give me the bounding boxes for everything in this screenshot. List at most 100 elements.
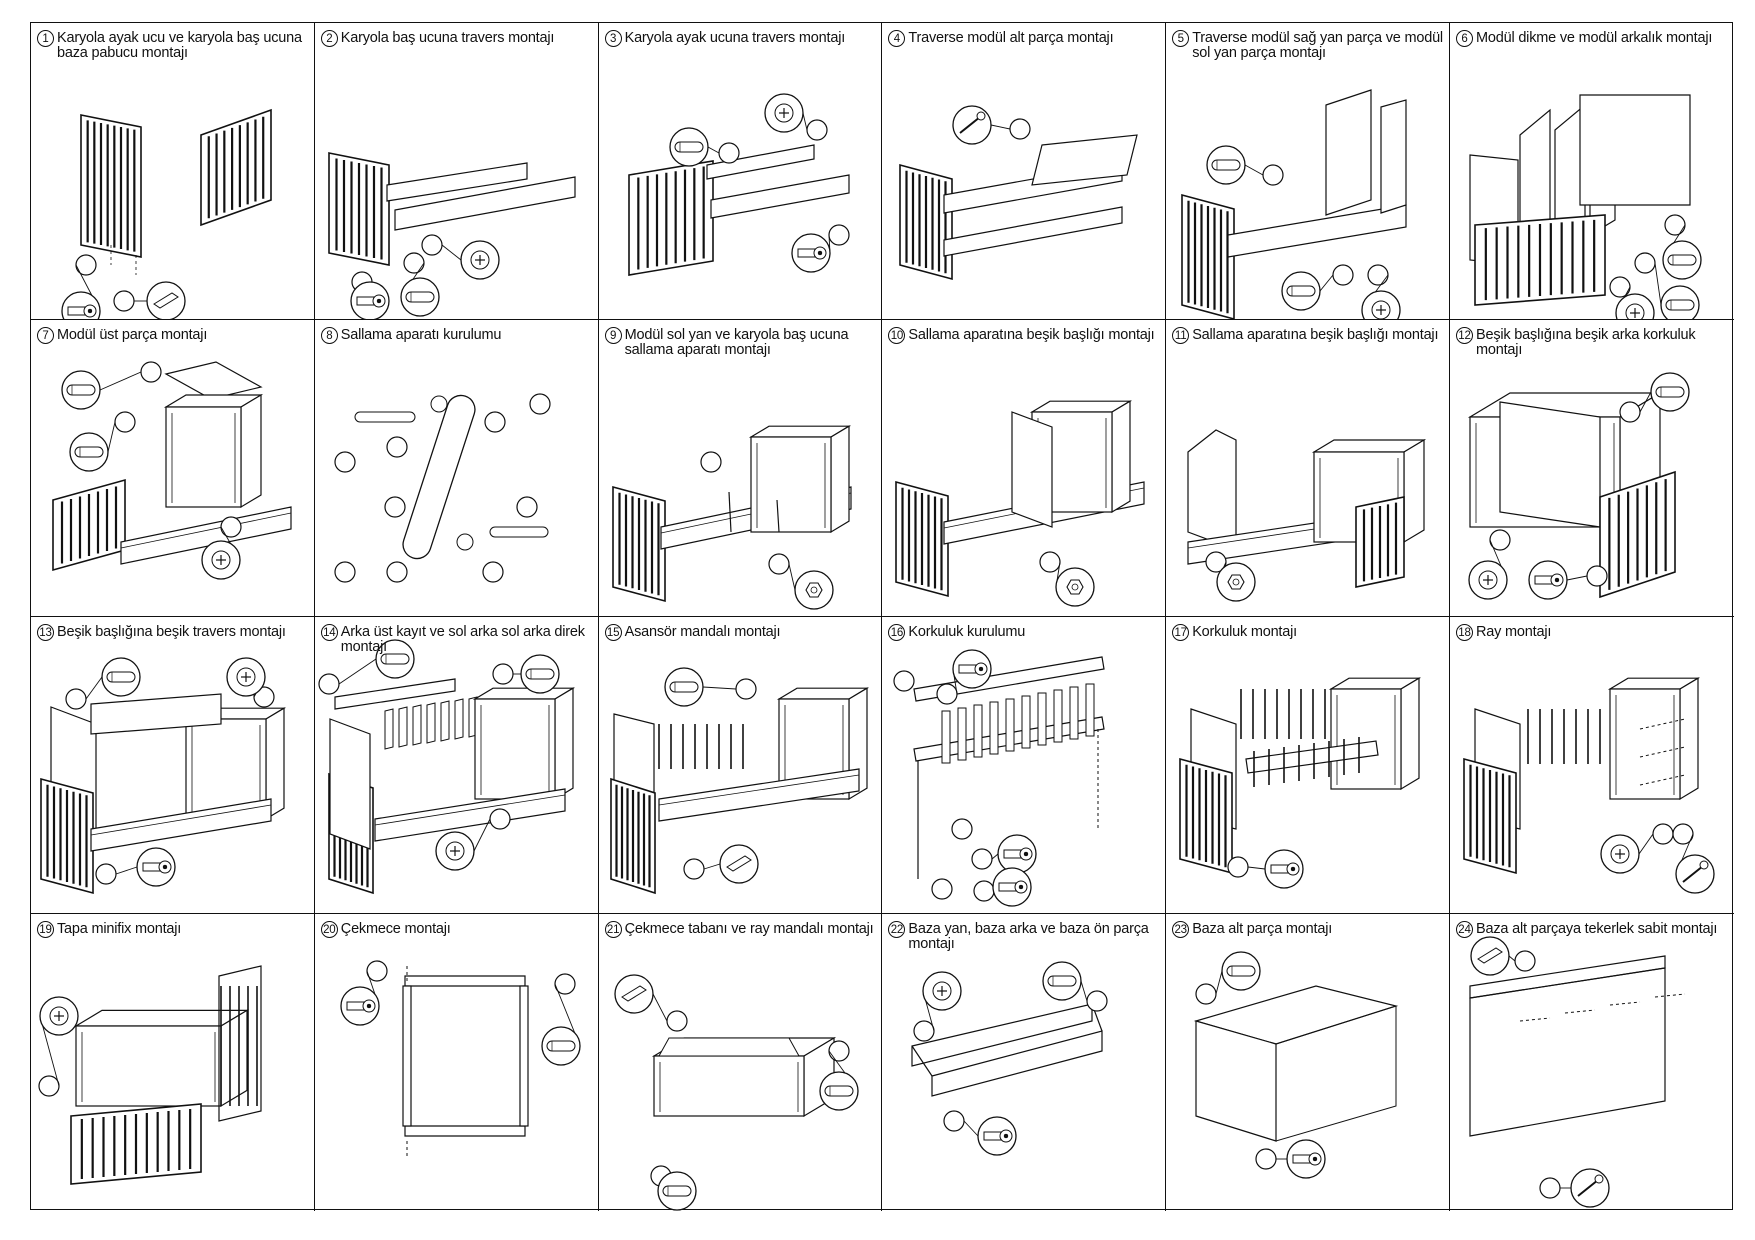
step-number-badge: 19 [37,921,54,938]
step-title-text: Asansör mandalı montajı [624,624,781,640]
step-illustration: 4858 [61,108,272,319]
part-callout-circle [1195,983,1217,1005]
step-illustration: 373334416032 [893,649,1106,907]
part-callout-circle [403,252,425,274]
part-callout-circle [421,234,443,256]
part-callout-circle [484,411,506,433]
step-illustration: 53 [1187,429,1427,602]
step-illustration: 435740 [318,639,575,895]
step-number-badge: 7 [37,327,54,344]
part-callout-circle [1039,551,1061,573]
step-title-text: Karyola baş ucuna travers montajı [340,30,555,46]
part-callout-circle [1586,565,1608,587]
step-title-text: Çekmece montajı [340,921,451,937]
part-callout-circle [1332,264,1354,286]
step-illustration: 574043 [627,93,850,276]
step-number-badge: 4 [888,30,906,47]
part-callout-circle [489,808,511,830]
step-illustration: 435740 [327,152,576,319]
part-callout-circle [767,553,790,575]
step-title-text: Traverse modül sağ yan parça ve modül so… [1192,30,1443,61]
step-number-badge: 23 [1172,921,1190,938]
hardware-detail-screw [952,105,993,145]
step-title-text: Beşik başlığına beşik travers montajı [57,624,286,640]
step-illustration: 49 [1179,677,1422,889]
step-illustration: 4557 [340,960,581,1156]
step-panel-17: 4917Korkuluk montajı [1166,617,1450,914]
part-callout-circle [38,1075,60,1097]
part-callout-circle [1262,164,1284,186]
step-title-text: Baza alt parçaya tekerlek sabit montajı [1476,921,1718,937]
part-callout-circle [805,119,828,141]
part-callout-circle [140,361,162,383]
step-illustration: 4729 [1463,677,1715,894]
step-panel-4: 444Traverse modül alt parça montajı [882,23,1167,320]
part-callout-circle [529,393,551,415]
part-callout-circle [65,688,87,710]
step-title-text: Modül dikme ve modül arkalık montajı [1476,30,1713,46]
step-number-badge: 15 [604,624,622,641]
part-callout-circle [334,561,356,583]
step-illustration: 405743 [911,961,1108,1156]
part-callout-circle [682,858,705,880]
step-title-text: Karyola ayak ucu ve karyola baş ucuna ba… [57,30,302,61]
part-callout-circle [482,561,504,583]
step-title-text: Korkuluk kurulumu [908,624,1026,640]
step-illustration: 304848 [613,974,859,1211]
part-callout-circle [827,224,850,246]
step-panel-6: 3557366Modül dikme ve modül arkalık mont… [1450,23,1734,320]
step-title-text: Baza yan, baza arka ve baza ön parça mon… [908,921,1149,952]
step-illustration: 534228385528424238 [334,393,551,583]
part-callout-circle [931,878,953,900]
hardware-detail-screw [1675,854,1715,894]
part-callout-circle [893,670,915,692]
part-callout-circle [699,451,722,473]
step-number-badge: 21 [604,921,622,938]
step-number-badge: 14 [320,624,338,641]
part-callout-circle [75,254,97,276]
step-illustration: 52 [38,965,262,1185]
step-illustration: 5745 [1194,951,1399,1179]
part-callout-circle [1634,252,1656,274]
hardware-detail-screw [1570,1168,1610,1208]
step-illustration: 574043 [40,657,287,895]
step-title-text: Modül üst parça montajı [57,327,208,343]
part-callout-circle [1609,276,1631,298]
step-number-badge: 8 [320,327,338,344]
step-panel-12: 57404312Beşik başlığına beşik arka korku… [1450,320,1734,617]
part-callout-circle [1227,856,1249,878]
part-callout-circle [318,673,340,695]
step-panel-22: 40574322Baza yan, baza arka ve baza ön p… [882,914,1167,1211]
part-callout-circle [665,1010,688,1032]
step-number-badge: 20 [320,921,338,938]
step-number-badge: 9 [604,327,622,344]
part-callout-circle [1086,990,1108,1012]
part-callout-circle [386,561,408,583]
part-callout-circle [971,848,993,870]
step-illustration: 4856 [609,667,869,895]
part-callout-circle [384,496,406,518]
step-title-text: Çekmece tabanı ve ray mandalı montajı [624,921,874,937]
step-number-badge: 10 [888,327,906,344]
